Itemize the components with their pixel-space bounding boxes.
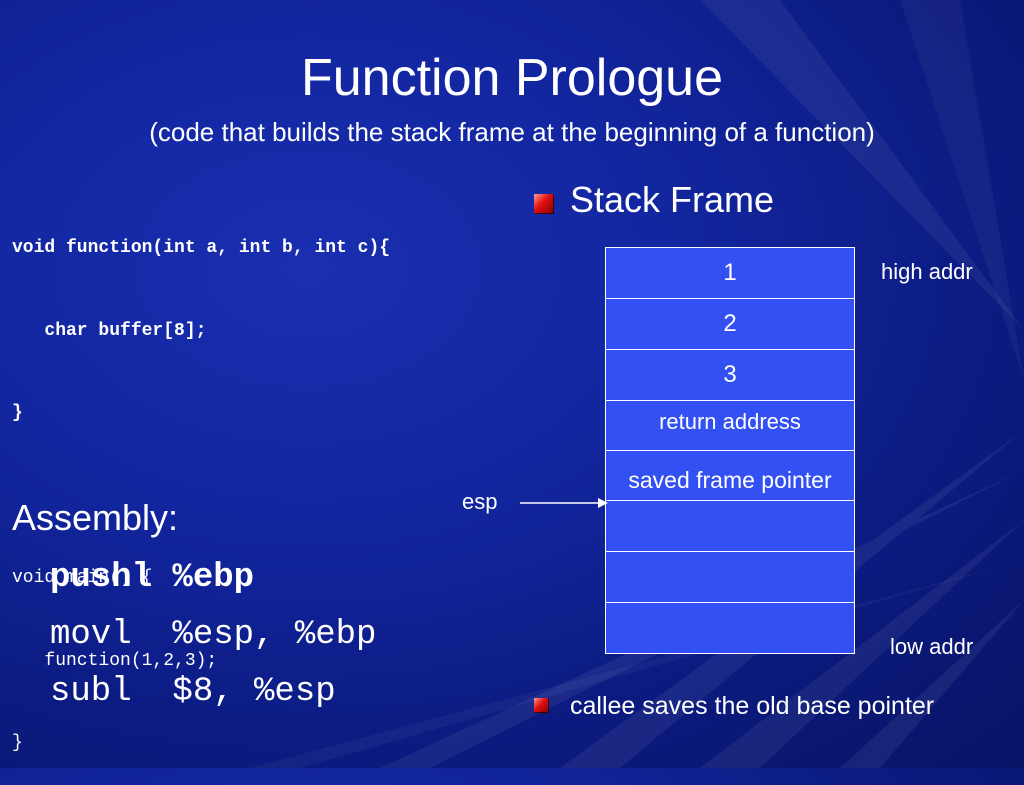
stack-cell: 1	[606, 248, 854, 299]
stack-cell-saved-frame-pointer: saved frame pointer	[606, 451, 854, 501]
stack-frame-heading: Stack Frame	[570, 179, 775, 220]
asm-line: subl $8, %esp	[50, 673, 336, 711]
bullet-icon	[534, 698, 548, 712]
high-addr-label: high addr	[881, 259, 973, 284]
code-line: void main() {	[12, 568, 153, 588]
stack-cell	[606, 501, 854, 552]
asm-line: movl %esp, %ebp	[50, 616, 377, 654]
esp-label: esp	[462, 489, 498, 514]
esp-pointer-arrow	[520, 498, 608, 508]
callee-note: callee saves the old base pointer	[570, 692, 935, 720]
code-line: }	[12, 403, 23, 423]
c-source-code: void function(int a, int b, int c){ char…	[12, 180, 390, 785]
slide-subtitle: (code that builds the stack frame at the…	[149, 117, 875, 147]
stack-frame-diagram: 1 2 3 return address saved frame pointer	[605, 247, 855, 654]
code-line: function(1,2,3);	[12, 650, 218, 671]
code-line: void function(int a, int b, int c){	[12, 238, 391, 258]
low-addr-label: low addr	[890, 634, 974, 659]
stack-cell: 2	[606, 299, 854, 350]
bullet-icon	[534, 194, 553, 213]
code-line: char buffer[8];	[12, 320, 207, 341]
assembly-code: pushl %ebp movl %esp, %ebp subl $8, %esp	[50, 550, 376, 721]
stack-cell	[606, 552, 854, 603]
stack-cell: 3	[606, 350, 854, 401]
stack-cell-return-address: return address	[606, 401, 854, 451]
slide-title: Function Prologue	[300, 49, 724, 107]
assembly-heading: Assembly:	[12, 497, 179, 538]
asm-line: pushl %ebp	[50, 559, 255, 597]
stack-cell	[606, 603, 854, 653]
code-line: }	[12, 733, 23, 753]
